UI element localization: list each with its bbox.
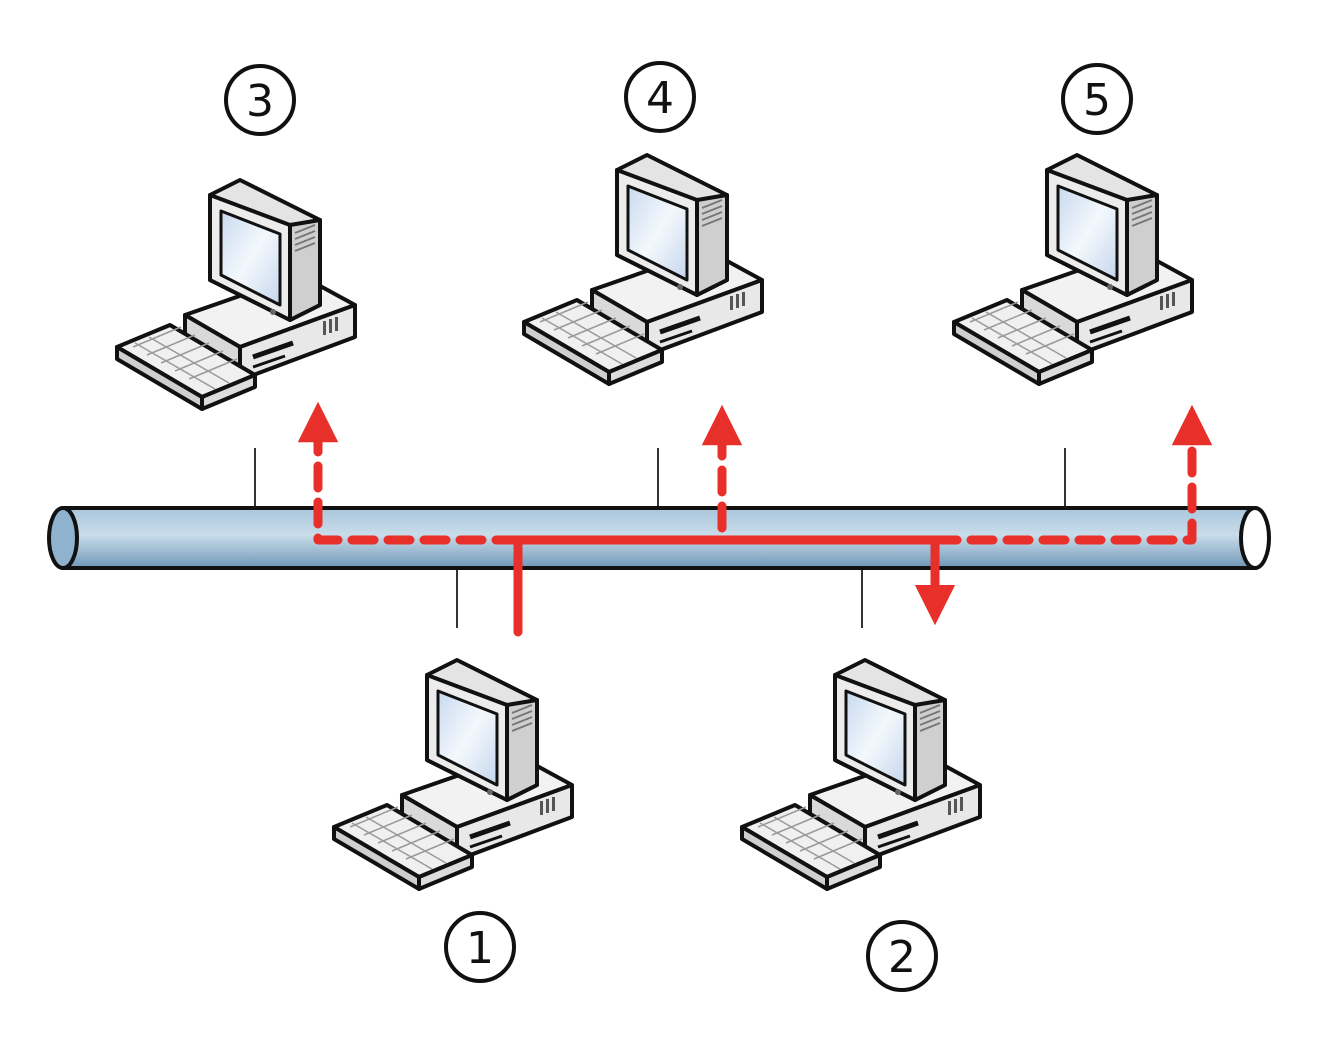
svg-text:2: 2	[888, 932, 916, 983]
node-label-5: 5	[1061, 63, 1133, 135]
signal-path-1-to-2	[513, 535, 956, 637]
computer-4	[524, 155, 762, 384]
svg-text:4: 4	[646, 73, 674, 124]
svg-text:5: 5	[1083, 75, 1111, 126]
svg-text:3: 3	[246, 76, 274, 127]
svg-text:1: 1	[466, 923, 494, 974]
node-label-4: 4	[624, 61, 696, 133]
computer-3	[117, 180, 355, 409]
computer-2	[742, 660, 980, 889]
node-label-1: 1	[444, 911, 516, 983]
node-label-2: 2	[866, 920, 938, 992]
signal-path-1-to-5	[930, 404, 1213, 545]
signal-path-1-to-3	[297, 401, 523, 545]
signal-paths	[297, 401, 1213, 637]
computer-1	[334, 660, 572, 889]
node-label-3: 3	[224, 64, 296, 136]
computer-5	[954, 155, 1192, 384]
